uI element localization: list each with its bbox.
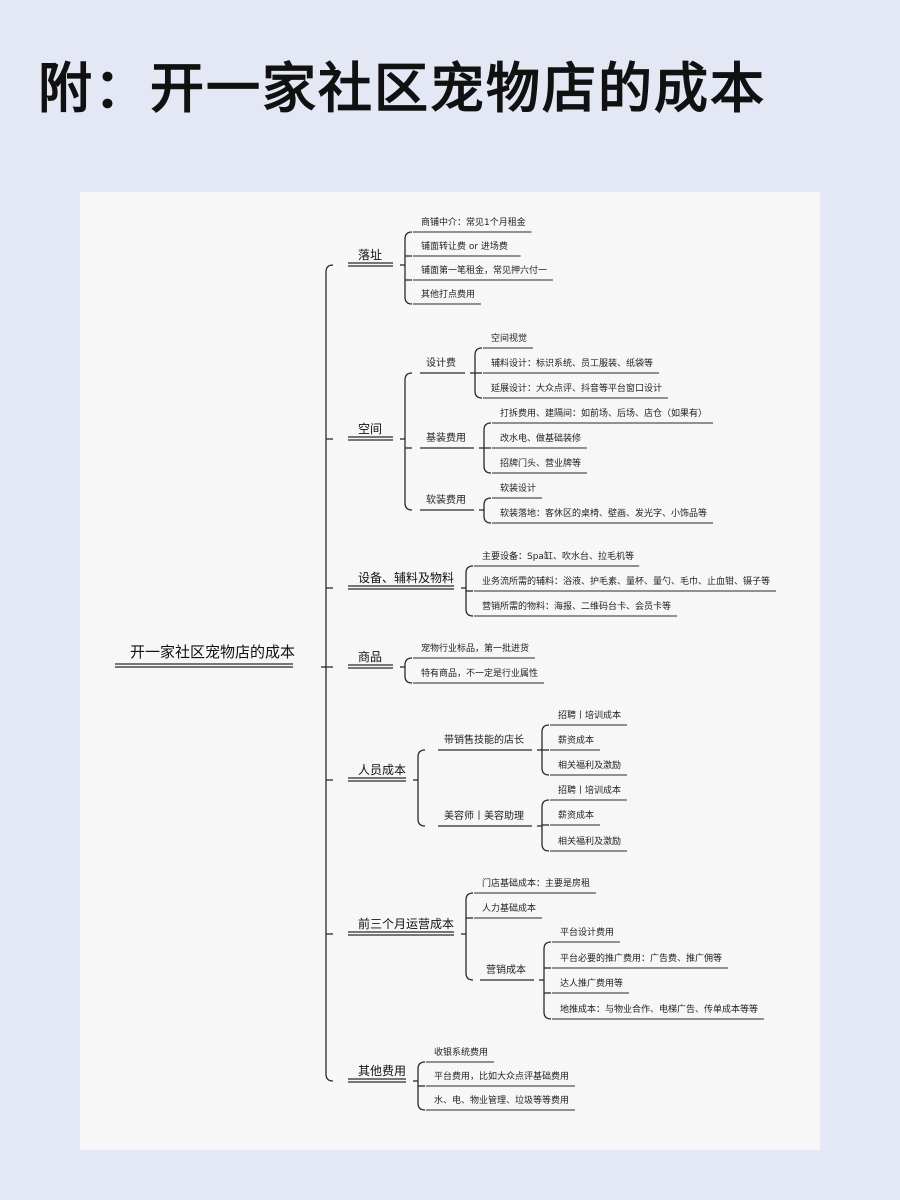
- leaf-node: 业务流所需的辅料：浴液、护毛素、量杯、量勺、毛巾、止血钳、镊子等: [482, 577, 771, 587]
- subgroup-bracket: [543, 941, 552, 1020]
- branch-bracket-0: [404, 231, 413, 305]
- leaf-node: 招聘丨培训成本: [558, 786, 622, 796]
- leaf-node: 达人推广费用等: [560, 979, 624, 989]
- leaf-node: 薪资成本: [558, 736, 595, 746]
- branch-bracket-3: [404, 657, 413, 684]
- leaf-node: 打拆费用、建隔间：如前场、后场、店仓（如果有）: [500, 409, 708, 419]
- leaf-node: 平台费用，比如大众点评基础费用: [434, 1072, 570, 1082]
- subgroup-node: 营销成本: [486, 965, 526, 976]
- mindmap-panel: 开一家社区宠物店的成本 落址 商铺中介：常见1个月租金铺面转让费 or 进场费铺面第…: [80, 192, 820, 1150]
- leaf-node: 延展设计：大众点评、抖音等平台窗口设计: [491, 384, 663, 394]
- leaf-node: 招牌门头、营业牌等: [500, 459, 582, 469]
- subgroup-node: 美容师丨美容助理: [444, 811, 524, 822]
- leaf-node: 商铺中介：常见1个月租金: [421, 218, 526, 228]
- subgroup-node: 带销售技能的店长: [444, 735, 524, 746]
- leaf-node: 收银系统费用: [434, 1048, 489, 1058]
- branch-bracket-1: [404, 372, 413, 511]
- leaf-node: 人力基础成本: [482, 904, 537, 914]
- leaf-node: 铺面第一笔租金，常见押六付一: [421, 266, 548, 276]
- leaf-node: 主要设备：Spa缸、吹水台、拉毛机等: [482, 552, 634, 562]
- leaf-node: 其他打点费用: [421, 290, 476, 300]
- branch-bracket-4: [417, 749, 426, 827]
- branch-node-3: 商品: [358, 650, 383, 664]
- branch-node-4: 人员成本: [358, 763, 407, 777]
- leaf-node: 相关福利及激励: [558, 761, 622, 771]
- leaf-node: 地推成本：与物业合作、电梯广告、传单成本等等: [560, 1005, 759, 1015]
- page-title: 附：开一家社区宠物店的成本: [38, 57, 766, 120]
- leaf-node: 软装设计: [500, 484, 537, 494]
- subgroup-node: 基装费用: [426, 433, 466, 444]
- branch-node-5: 前三个月运营成本: [358, 917, 455, 931]
- leaf-node: 辅料设计：标识系统、员工服装、纸袋等: [491, 359, 654, 369]
- subgroup-node: 设计费: [426, 358, 456, 369]
- leaf-node: 相关福利及激励: [558, 837, 622, 847]
- leaf-node: 招聘丨培训成本: [558, 711, 622, 721]
- leaf-node: 平台设计费用: [560, 928, 615, 938]
- leaf-node: 空间视觉: [491, 334, 528, 344]
- mindmap-connectors: [115, 231, 776, 1111]
- branch-node-6: 其他费用: [358, 1064, 407, 1078]
- leaf-node: 门店基础成本：主要是房租: [482, 879, 591, 889]
- leaf-node: 平台必要的推广费用：广告费、推广佣等: [560, 954, 723, 964]
- leaf-node: 薪资成本: [558, 811, 595, 821]
- leaf-node: 改水电、做基础装修: [500, 434, 582, 444]
- branch-node-1: 空间: [358, 422, 383, 436]
- subgroup-node: 软装费用: [426, 495, 466, 506]
- leaf-node: 水、电、物业管理、垃圾等等费用: [434, 1096, 570, 1106]
- subgroup-bracket: [483, 497, 492, 524]
- leaf-node: 软装落地：客休区的桌椅、壁画、发光字、小饰品等: [500, 509, 708, 519]
- leaf-node: 宠物行业标品，第一批进货: [421, 644, 530, 654]
- root-node: 开一家社区宠物店的成本: [130, 643, 296, 661]
- branch-bracket-5: [465, 892, 474, 981]
- leaf-node: 铺面转让费 or 进场费: [421, 242, 508, 252]
- branch-node-0: 落址: [358, 248, 383, 262]
- leaf-node: 营销所需的物料：海报、二维码台卡、会员卡等: [482, 602, 672, 612]
- branch-node-2: 设备、辅料及物料: [358, 571, 455, 585]
- main-bracket: [325, 264, 334, 1082]
- leaf-node: 特有商品，不一定是行业属性: [421, 669, 539, 679]
